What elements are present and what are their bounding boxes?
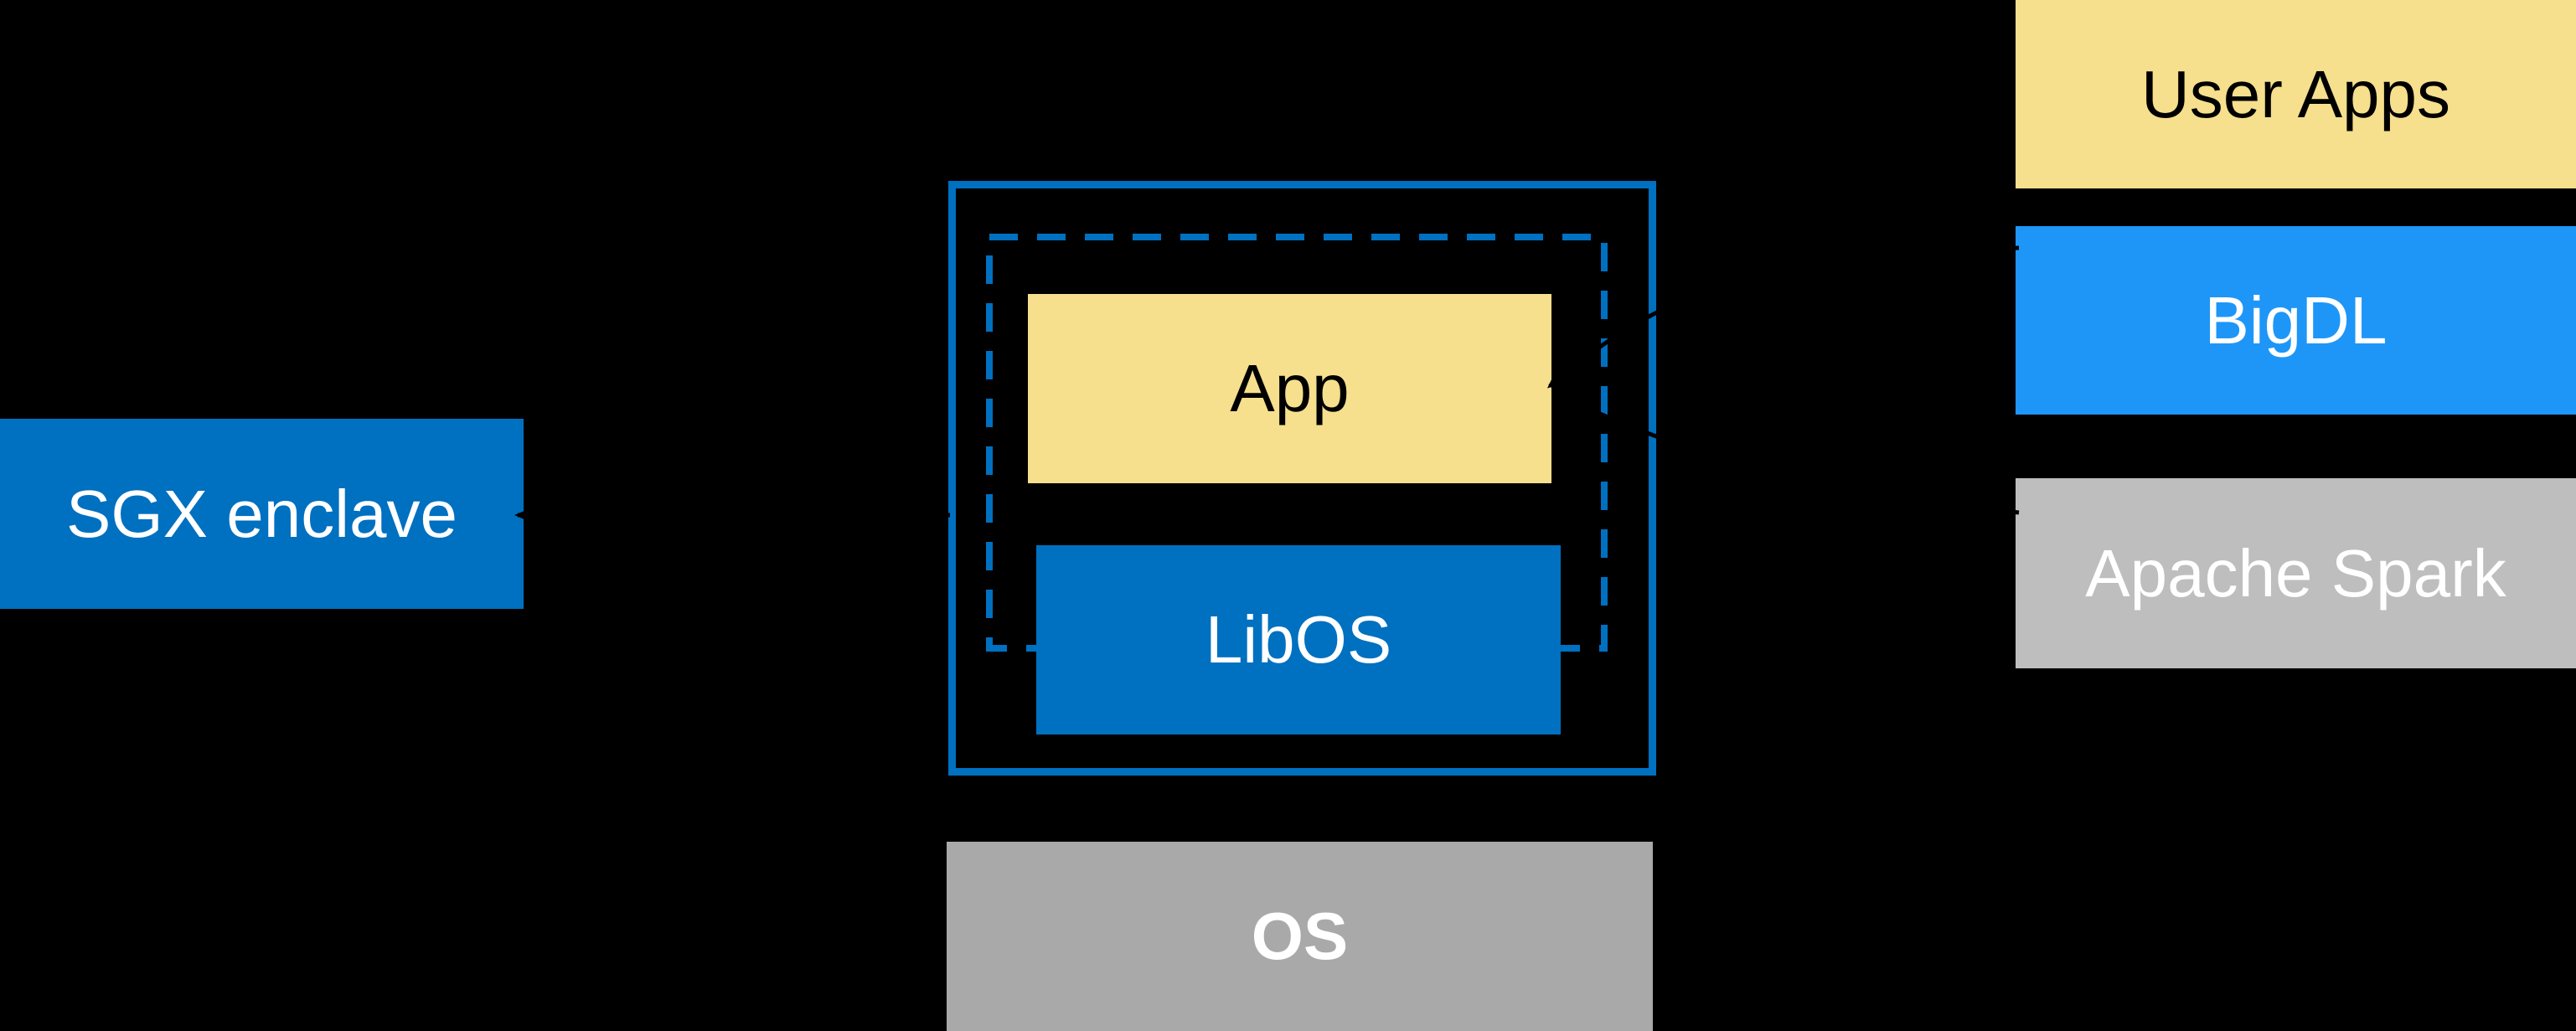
sgx-enclave-box: SGX enclave — [0, 419, 524, 609]
apache-spark-label: Apache Spark — [2085, 535, 2506, 611]
stack-user-apps-box: User Apps — [2016, 0, 2576, 188]
libos-label: LibOS — [1205, 602, 1392, 677]
arrows-layer — [514, 245, 2020, 525]
arrow-bigdl-to-app — [1546, 245, 2020, 389]
bigdl-label: BigDL — [2204, 282, 2388, 358]
stack-apache-spark-box: Apache Spark — [2016, 478, 2576, 668]
arrow-spark-to-app — [1551, 389, 2020, 515]
sgx-dashed-boundary — [986, 234, 1608, 652]
os-label: OS — [1251, 899, 1349, 973]
os-box: OS — [947, 842, 1653, 1031]
libos-box: LibOS — [1036, 545, 1561, 735]
app-box: App — [1028, 294, 1551, 483]
stack-bigdl-box: BigDL — [2016, 226, 2576, 415]
enclave-container-box — [948, 181, 1656, 776]
sgx-enclave-label: SGX enclave — [66, 476, 457, 551]
dashed-boundary-layer — [986, 234, 1608, 652]
user-apps-label: User Apps — [2140, 56, 2451, 131]
app-label: App — [1230, 351, 1350, 425]
